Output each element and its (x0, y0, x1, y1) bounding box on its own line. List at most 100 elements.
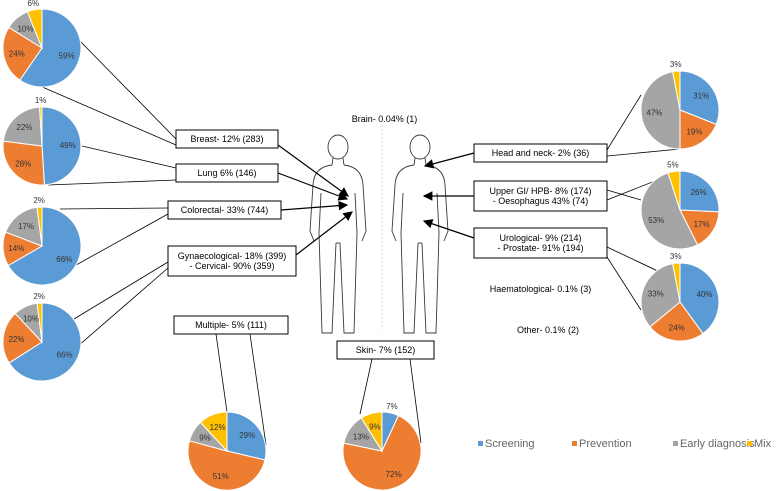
pie-slice (640, 172, 699, 250)
pointer-arrow (280, 200, 349, 211)
leader-line (81, 145, 177, 169)
pie-chart: 40% 24% 33% 3% (640, 252, 720, 342)
body-silhouette (309, 134, 367, 334)
category-box-colorectal: Colorectal- 33% (744) (167, 200, 282, 220)
category-box-frame (473, 180, 608, 212)
legend-swatch (572, 441, 577, 446)
pie-slice (679, 70, 720, 126)
category-label: Other- 0.1% (2) (517, 325, 579, 335)
pie-slice (2, 312, 43, 364)
pie-slice (667, 170, 681, 211)
pie-slice (4, 206, 43, 247)
pie-slice-label: 22% (8, 335, 24, 344)
category-box-frame (336, 340, 435, 360)
category-box-brain: Brain- 0.04% (1) (352, 114, 418, 124)
legend-item: Mix (747, 438, 772, 450)
pointer-arrow (295, 211, 353, 256)
pointer-arrow (423, 152, 475, 169)
pie-slice-label: 51% (213, 472, 229, 481)
pie-slice-label: 53% (648, 216, 664, 225)
pie-slice (19, 8, 82, 88)
pie-slice-label: 24% (669, 324, 685, 333)
category-box-frame (175, 129, 279, 149)
pie-slice-label: 6% (28, 0, 40, 8)
pointer-arrow (277, 144, 349, 197)
pie-slice-label: 66% (57, 350, 73, 359)
pie-slice (187, 440, 266, 491)
pie-slice (640, 71, 681, 150)
pie-slice (199, 411, 228, 453)
pie-slice-label: 40% (696, 290, 712, 299)
category-label: Gynaecological- 18% (399) (178, 251, 287, 261)
pie-slice (679, 170, 720, 213)
leader-lines (39, 39, 720, 446)
pie-slice-label: 13% (353, 432, 369, 441)
pie-slice (672, 70, 681, 111)
pie-slice-label: 29% (239, 431, 255, 440)
pie-slice-label: 49% (60, 141, 76, 150)
pie-chart: 66%14%17%2% (2, 196, 82, 286)
category-label: Head and neck- 2% (36) (492, 148, 590, 158)
category-boxes: Breast- 12% (283)Lung 6% (146)Colorectal… (167, 114, 608, 360)
category-box-lung: Lung 6% (146) (175, 163, 279, 183)
legend-swatch (478, 441, 483, 446)
category-label: - Oesophagus 43% (74) (493, 196, 589, 206)
pie-slice-label: 31% (693, 92, 709, 101)
pie-slice-label: 9% (369, 422, 381, 431)
pie-slice-label: 47% (646, 108, 662, 117)
leader-line (606, 148, 681, 157)
pie-slice-label: 72% (386, 470, 402, 479)
legend-item: Early diagnosis (673, 438, 755, 450)
pie-slice (2, 140, 45, 186)
pie-slice-label: 10% (17, 24, 33, 33)
category-label: - Prostate- 91% (194) (497, 243, 583, 253)
legend-label: Mix (754, 438, 772, 450)
pie-charts: 59%24%10%6%49%28%22%1%66%14%17%2%66%22%1… (2, 0, 720, 491)
pie-chart: 31%19%47%3% (640, 60, 720, 150)
pie-slice-label: 9% (199, 434, 211, 443)
category-label: Haematological- 0.1% (3) (490, 284, 592, 294)
leader-line (78, 39, 177, 140)
legend-item: Screening (478, 438, 535, 450)
category-label: Skin- 7% (152) (356, 345, 416, 355)
pie-slice-label: 33% (648, 289, 664, 298)
legend-swatch (673, 441, 678, 446)
category-box-multiple: Multiple- 5% (111) (173, 315, 289, 335)
leader-line (39, 85, 177, 146)
pie-slice-label: 22% (16, 123, 32, 132)
leader-line (249, 333, 267, 446)
pie-slice-label: 19% (686, 127, 702, 136)
pie-slice (360, 411, 383, 453)
pie-slice (8, 302, 82, 382)
pie-slice (2, 106, 43, 147)
pie-slice-label: 7% (386, 402, 398, 411)
pie-slice-label: 28% (15, 160, 31, 169)
pie-slice (672, 262, 681, 303)
pie-chart: 49% 28% 22% 1% (2, 96, 82, 186)
pie-slice-label: 1% (35, 96, 47, 105)
pie-slice-label: 3% (670, 252, 682, 261)
leader-line (409, 358, 422, 444)
leader-line (215, 333, 228, 413)
pie-chart: 26%17%53%5% (640, 161, 720, 250)
pie-slice-label: 17% (18, 222, 34, 231)
category-box-skin: Skin- 7% (152) (336, 340, 435, 360)
category-box-uro: Urological- 9% (214)- Prostate- 91% (194… (473, 227, 608, 259)
pie-slice (649, 301, 704, 342)
pie-slice (26, 8, 43, 49)
category-label: - Cervical- 90% (359) (189, 261, 274, 271)
body-silhouette (391, 134, 449, 334)
pie-slice-label: 26% (691, 188, 707, 197)
legend-swatch (747, 441, 752, 446)
pie-slice-label: 2% (33, 196, 45, 205)
leader-line (359, 358, 373, 415)
pie-slice-label: 2% (33, 292, 45, 301)
pie-slice (226, 411, 267, 461)
category-box-frame (473, 143, 608, 163)
category-label: Brain- 0.04% (1) (352, 114, 418, 124)
pie-chart: 7% 72% 13%9% (342, 402, 422, 491)
pie-slice-label: 59% (59, 52, 75, 61)
pie-slice (41, 106, 82, 186)
category-box-frame (473, 227, 608, 259)
